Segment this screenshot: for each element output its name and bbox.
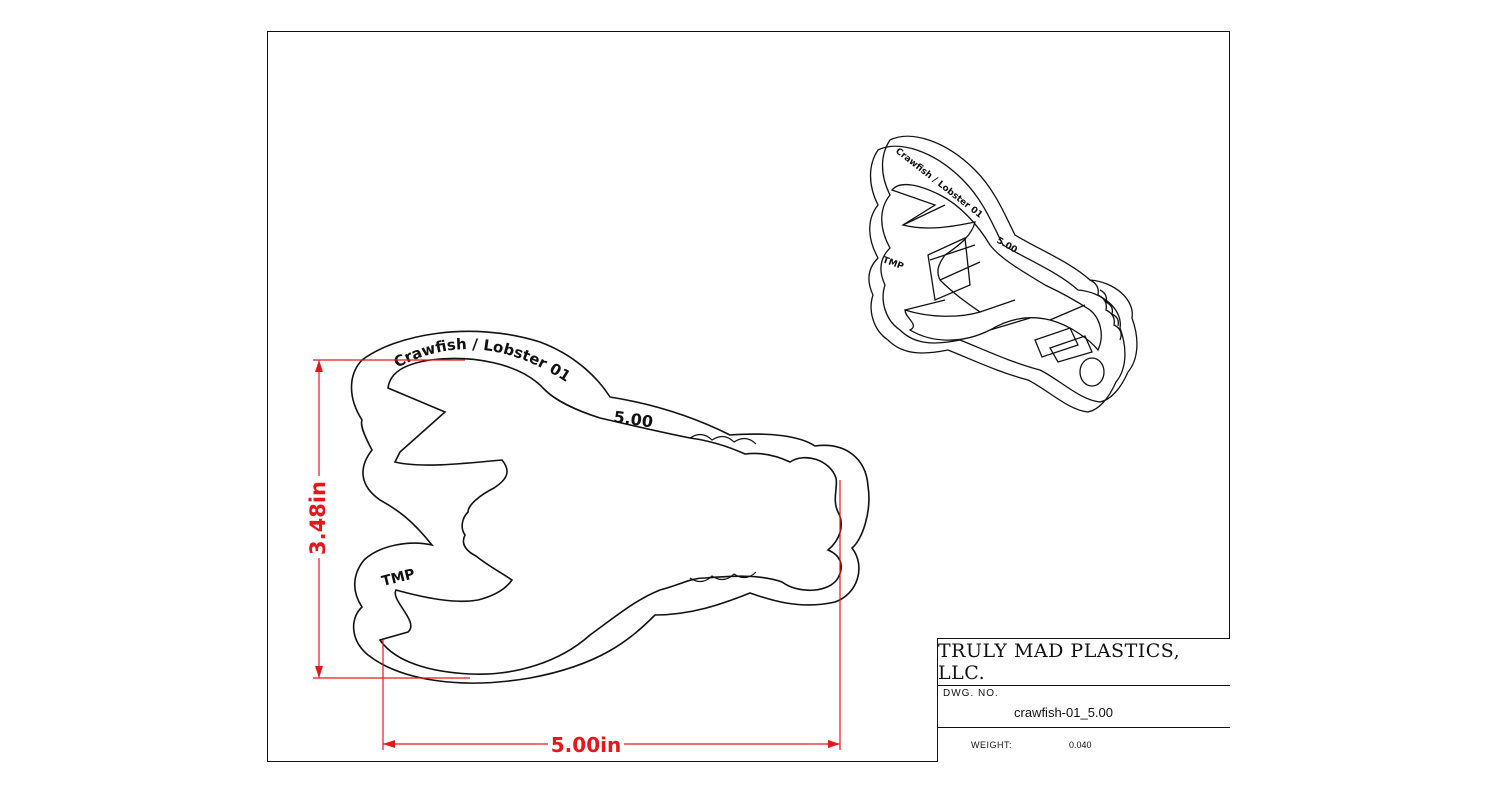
iso-name-label: Crawfish / Lobster 01	[893, 146, 984, 220]
part-brand-label: TMP	[380, 566, 417, 590]
part-size-label: 5.00	[612, 407, 654, 431]
isometric-view	[868, 135, 1138, 413]
cutter-outer-outline	[350, 330, 870, 684]
title-block: TRULY MAD PLASTICS, LLC. DWG. NO. crawfi…	[937, 638, 1230, 762]
drawing-number-label: DWG. NO.	[943, 688, 999, 699]
cutter-inner-outline	[378, 357, 842, 675]
cutter-scallops	[689, 433, 757, 583]
weight-label: WEIGHT:	[971, 740, 1012, 750]
drawing-number-row: DWG. NO. crawfish-01_5.00	[938, 686, 1230, 728]
height-dimension	[313, 359, 470, 679]
width-dimension	[382, 480, 841, 750]
iso-brand-label: TMP	[881, 255, 905, 272]
width-dimension-label: 5.00in	[551, 733, 621, 757]
company-name: TRULY MAD PLASTICS, LLC.	[938, 639, 1230, 686]
drawing-number-value: crawfish-01_5.00	[1014, 705, 1113, 720]
height-dimension-label: 3.48in	[306, 481, 330, 555]
weight-value: 0.040	[1069, 740, 1092, 750]
weight-row: WEIGHT: 0.040	[938, 728, 1230, 763]
drawing-sheet-border	[267, 31, 1230, 762]
